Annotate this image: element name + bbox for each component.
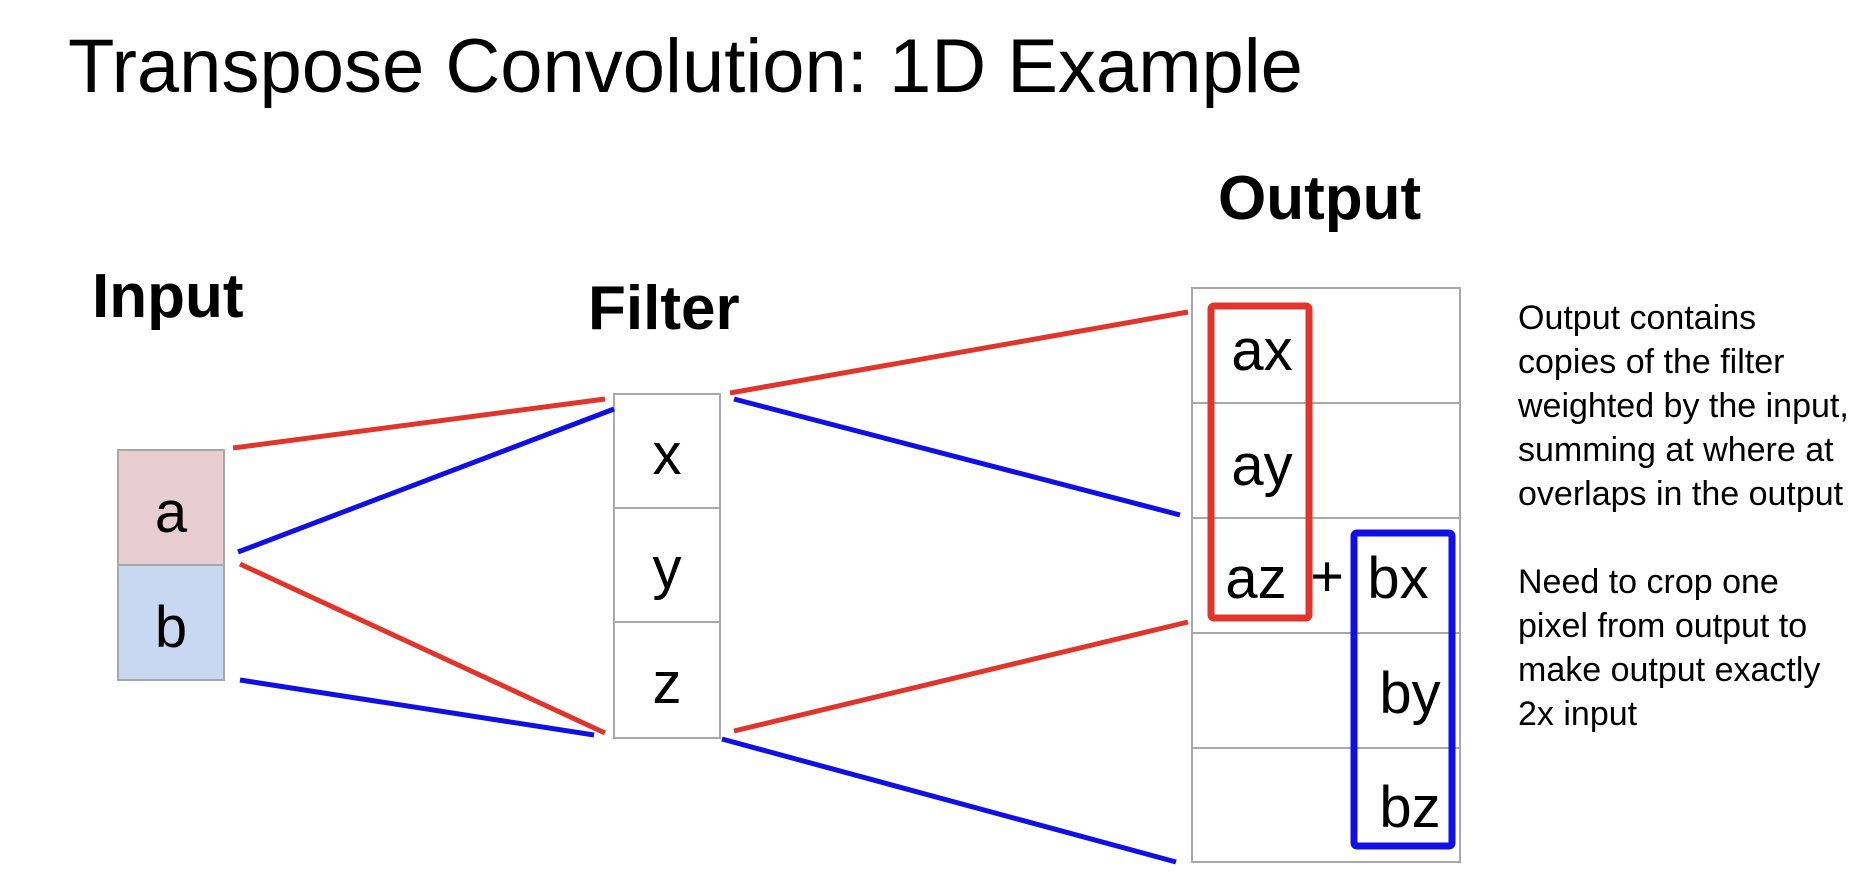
input-value-b: b [155,595,187,660]
blue-line-b-to-filter-bottom [239,677,595,738]
red-highlight-box [1207,302,1313,622]
input-column: a b [117,449,225,681]
red-line-filter-top-to-output [729,309,1189,396]
filter-cell-x [613,393,721,509]
output-plus-sign: + [1310,544,1344,609]
input-a-connections [232,309,1189,736]
filter-column: x y z [613,393,721,739]
blue-line-filter-top-to-output [733,396,1181,518]
input-cell-b [117,564,225,681]
blue-highlight-box [1350,529,1456,850]
output-grid-border [1191,287,1461,863]
filter-label: Filter [588,274,740,343]
filter-value-x: x [653,422,682,487]
note-crop: Need to crop one pixel from output to ma… [1518,563,1821,733]
output-value-bz: bz [1379,775,1440,840]
output-value-az: az [1225,546,1286,611]
filter-value-z: z [653,651,682,716]
filter-cell-z [613,621,721,739]
side-note: Output contains copies of the filter wei… [1518,296,1854,780]
red-line-filter-bottom-to-output [733,619,1189,734]
red-line-a-to-filter-top [232,396,606,451]
output-value-by: by [1379,661,1440,726]
red-line-a-to-filter-bottom [238,561,607,736]
input-b-connections [237,396,1181,865]
output-value-bx: bx [1367,546,1428,611]
input-cell-a [117,449,225,566]
output-value-ay: ay [1231,433,1292,498]
note-overlap: Output contains copies of the filter wei… [1518,299,1849,513]
input-value-a: a [155,480,188,545]
input-label: Input [92,262,244,331]
output-value-ax: ax [1231,318,1292,383]
slide-title: Transpose Convolution: 1D Example [68,24,1303,109]
filter-value-y: y [653,536,682,601]
blue-line-b-to-filter-top [237,406,615,555]
output-grid [1191,287,1461,863]
blue-line-filter-bottom-to-output [721,736,1177,865]
filter-cell-y [613,507,721,623]
output-label: Output [1218,164,1422,233]
output-values: ax ay az + bx by bz [1225,318,1440,840]
